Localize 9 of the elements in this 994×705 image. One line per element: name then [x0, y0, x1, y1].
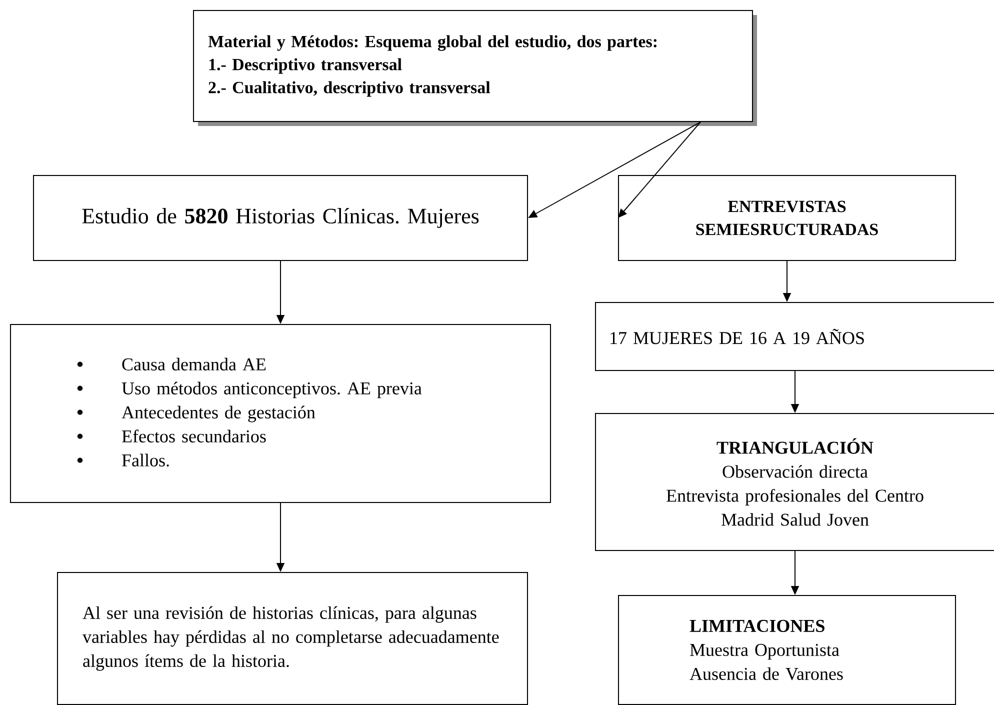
- shadowed-box: Material y Métodos: Esquema global del estudio, dos partes: 1.- Descriptivo transversal 2.- Cualitativo, descriptivo transversal: [193, 10, 757, 126]
- process-box: Estudio de 5820 Historias Clínicas. Mujeres: [33, 175, 528, 261]
- process-box: ENTREVISTAS SEMIESRUCTURADAS: [618, 175, 956, 261]
- process-box: TRIANGULACIÓN Observación directa Entrevista profesionales del Centro Madrid Salud Joven: [595, 413, 994, 551]
- list-box: Causa demanda AE Uso métodos anticonceptivos. AE previa Antecedentes de gestación Efectos secundarios Fallos.: [10, 324, 551, 503]
- process-box: LIMITACIONES Muestra Oportunista Ausencia de Varones: [618, 595, 956, 705]
- process-box: Al ser una revisión de historias clínicas, para algunas variables hay pérdidas al no completarse adecuadamente algunos ítems de la historia.: [57, 572, 528, 705]
- process-box: 17 MUJERES DE 16 A 19 AÑOS: [595, 302, 994, 371]
- arrow: [618, 122, 701, 218]
